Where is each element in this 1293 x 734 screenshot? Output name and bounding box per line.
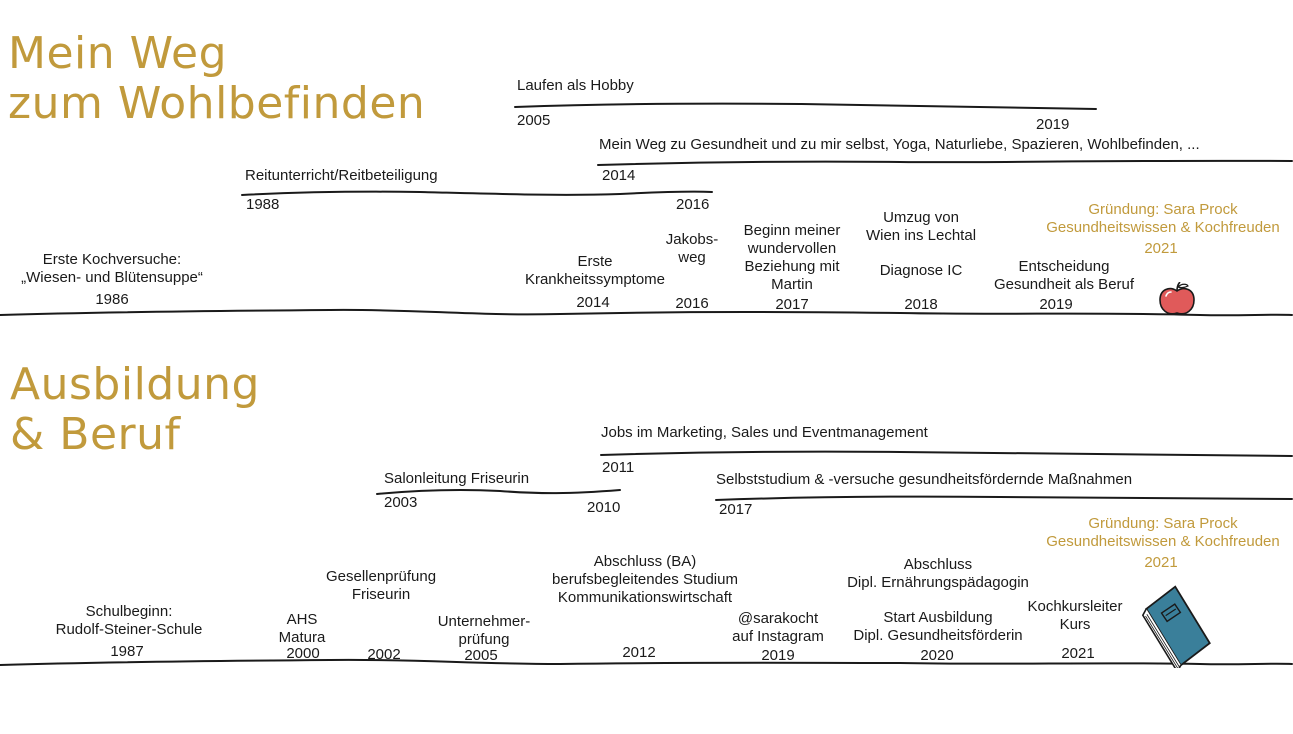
event-year: 2019	[761, 647, 795, 664]
event-label: Kochkursleiter Kurs	[1027, 598, 1123, 633]
event-label: Unternehmer- prüfung	[437, 613, 531, 648]
event-year: 2020	[920, 647, 954, 664]
bar-line-health-way	[597, 159, 1293, 166]
event-label: Start Ausbildung Dipl. Gesundheitsförder…	[853, 609, 1023, 644]
event-label: Gesellenprüfung Friseurin	[325, 568, 437, 603]
bar-start: 1988	[246, 196, 280, 213]
event-year-founding: 2021	[1144, 240, 1178, 257]
event-label: Erste Krankheitssymptome	[524, 253, 666, 288]
bar-start: 2005	[517, 112, 551, 129]
main-axis-1	[0, 308, 1293, 317]
bar-label: Reitunterricht/Reitbeteiligung	[245, 167, 438, 184]
event-label-founding: Gründung: Sara Prock Gesundheitswissen &…	[1046, 201, 1280, 236]
event-year: 1986	[95, 291, 129, 308]
event-year: 1987	[110, 643, 144, 660]
event-label: Abschluss Dipl. Ernährungspädagogin	[847, 556, 1029, 591]
event-year: 2016	[675, 295, 709, 312]
event-year: 2019	[1039, 296, 1073, 313]
event-year: 2014	[576, 294, 610, 311]
event-label: Entscheidung Gesundheit als Beruf	[993, 258, 1135, 293]
event-label: Jakobs- weg	[665, 231, 719, 266]
bar-line-running	[514, 102, 1097, 110]
apple-icon	[1159, 282, 1195, 315]
bar-line-salon	[376, 489, 621, 495]
event-label: Erste Kochversuche: „Wiesen- und Blütens…	[21, 251, 203, 286]
bar-line-marketing	[600, 450, 1293, 457]
bar-line-riding	[241, 190, 713, 196]
bar-label: Selbststudium & -versuche gesundheitsför…	[716, 471, 1133, 488]
event-label-founding: Gründung: Sara Prock Gesundheitswissen &…	[1046, 515, 1280, 550]
event-label: Beginn meiner wundervollen Beziehung mit…	[743, 222, 841, 293]
event-label: AHS Matura	[278, 611, 326, 646]
bar-label: Salonleitung Friseurin	[384, 470, 530, 487]
event-year: 2021	[1061, 645, 1095, 662]
section1-title: Mein Weg zum Wohlbefinden	[8, 28, 426, 129]
event-year: 2005	[464, 647, 498, 664]
event-year: 2017	[775, 296, 809, 313]
event-label: @sarakocht auf Instagram	[732, 610, 824, 645]
bar-start: 2017	[719, 501, 753, 518]
book-icon	[1141, 585, 1211, 668]
event-year: 2018	[904, 296, 938, 313]
section2-title: Ausbildung & Beruf	[10, 359, 260, 460]
bar-start: 2014	[602, 167, 636, 184]
event-year: 2012	[622, 644, 656, 661]
event-label: Diagnose IC	[879, 262, 963, 279]
bar-label: Jobs im Marketing, Sales und Eventmanage…	[601, 424, 928, 441]
bar-start: 2011	[602, 459, 635, 476]
bar-end: 2016	[676, 196, 710, 213]
bar-end: 2010	[587, 499, 621, 516]
event-label: Schulbeginn: Rudolf-Steiner-Schule	[55, 603, 203, 638]
event-year-founding: 2021	[1144, 554, 1178, 571]
event-label: Umzug von Wien ins Lechtal	[865, 209, 977, 244]
main-axis-2	[0, 658, 1293, 666]
bar-line-self-study	[715, 495, 1293, 501]
bar-start: 2003	[384, 494, 418, 511]
event-year: 2000	[286, 645, 320, 662]
bar-end: 2019	[1036, 116, 1070, 133]
bar-label: Mein Weg zu Gesundheit und zu mir selbst…	[599, 136, 1200, 153]
event-year: 2002	[367, 646, 401, 663]
event-label: Abschluss (BA) berufsbegleitendes Studiu…	[552, 553, 738, 606]
bar-label: Laufen als Hobby	[517, 77, 634, 94]
